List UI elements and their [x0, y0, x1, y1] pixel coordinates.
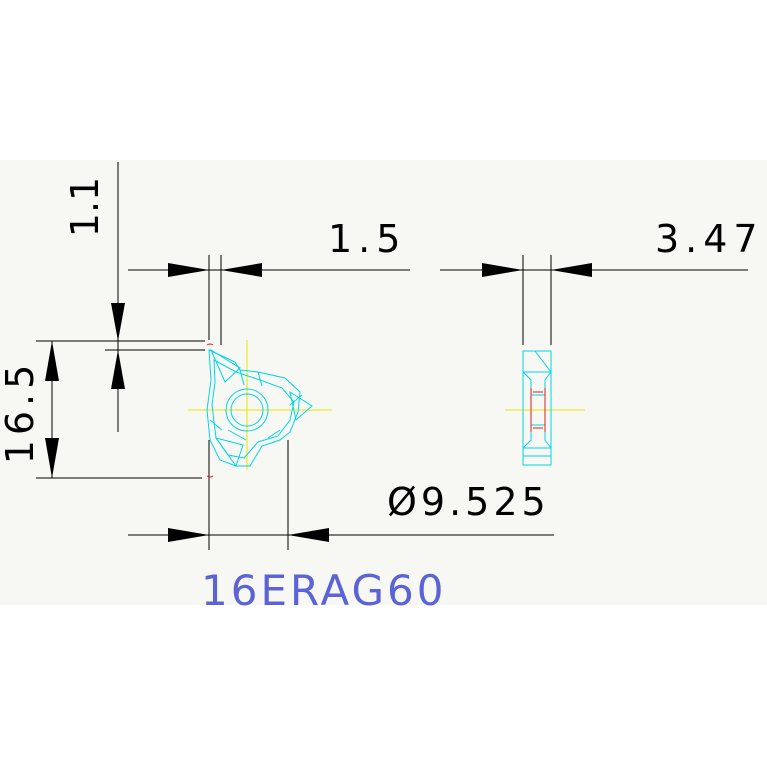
dim-thickness: 3.47 — [655, 217, 764, 261]
part-code-label: 16ERAG60 — [201, 566, 446, 615]
dim-inscribed-diameter: Ø9.525 — [387, 480, 550, 524]
dim-width-small: 1.5 — [328, 217, 406, 261]
dimension-arrows — [45, 263, 592, 542]
dim-total-height: 16.5 — [0, 360, 42, 465]
insert-front-view — [188, 340, 332, 478]
drawing-sheet — [0, 160, 767, 605]
insert-side-view — [505, 350, 585, 466]
dim-top-height: 1.1 — [63, 177, 107, 237]
